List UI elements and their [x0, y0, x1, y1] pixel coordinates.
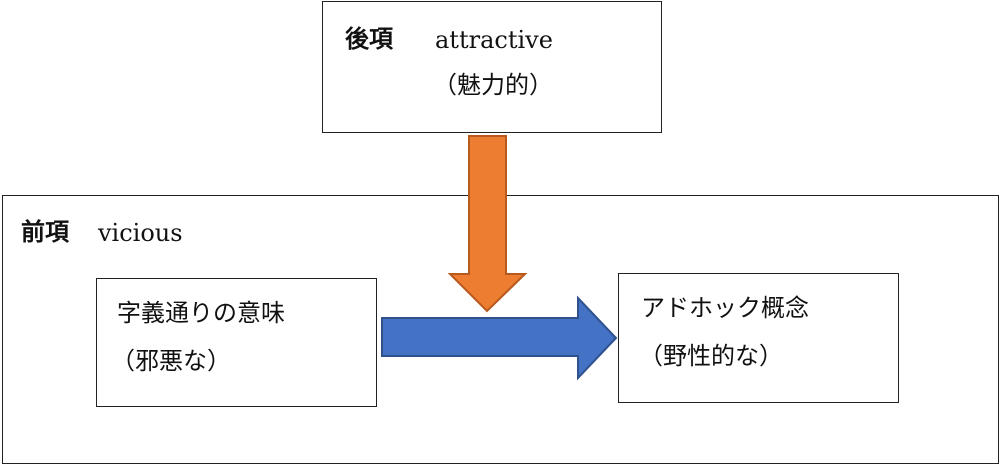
adhoc-concept-title: アドホック概念 [641, 294, 809, 322]
literal-meaning-gloss: （邪悪な） [111, 347, 231, 375]
literal-meaning-title: 字義通りの意味 [117, 299, 285, 327]
consequent-word: attractive [435, 26, 553, 54]
adhoc-concept-box: アドホック概念 （野性的な） [618, 273, 899, 403]
adhoc-concept-gloss: （野性的な） [639, 342, 783, 370]
antecedent-heading: 前項 [21, 217, 69, 246]
antecedent-word: vicious [98, 219, 183, 247]
consequent-box: 後項 attractive （魅力的） [322, 1, 662, 133]
consequent-gloss: （魅力的） [433, 71, 553, 99]
consequent-heading: 後項 [345, 24, 393, 53]
literal-meaning-box: 字義通りの意味 （邪悪な） [96, 278, 377, 407]
